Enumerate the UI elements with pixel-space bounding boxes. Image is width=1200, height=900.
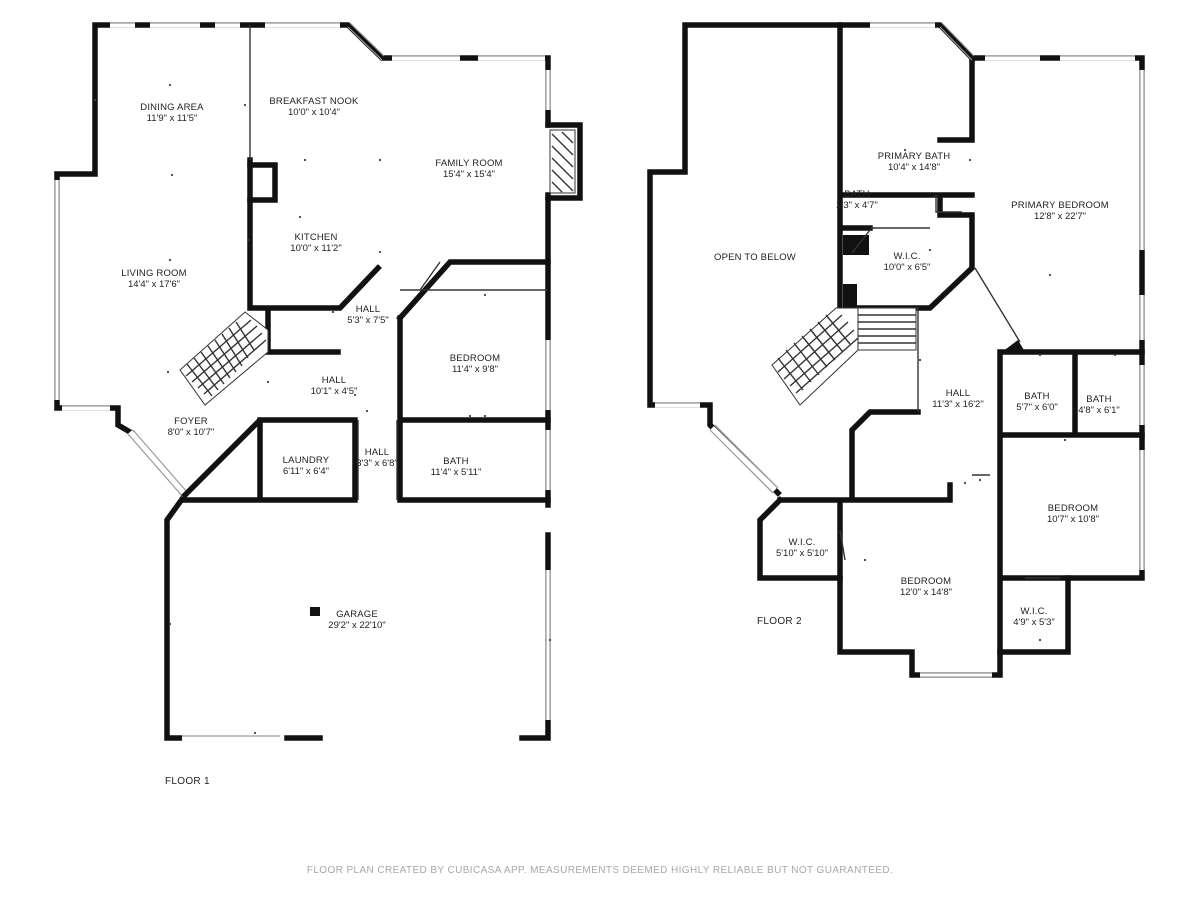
room-dims-breakfast-nook: 10'0" x 10'4"	[288, 107, 340, 118]
room-dims-wic-2: 5'10" x 5'10"	[776, 548, 828, 559]
footer-disclaimer: FLOOR PLAN CREATED BY CUBICASA APP. MEAS…	[307, 865, 893, 876]
room-name-hall-f2: HALL	[946, 388, 971, 399]
room-dims-bedroom-2: 10'7" x 10'8"	[1047, 514, 1099, 525]
fireplace	[545, 122, 583, 201]
floor-1-label: FLOOR 1	[165, 776, 210, 787]
room-dims-bedroom-1: 11'4" x 9'8"	[452, 364, 498, 375]
room-name-family-room: FAMILY ROOM	[435, 158, 502, 169]
room-dims-garage: 29'2" x 22'10"	[328, 620, 385, 631]
room-name-bedroom-2: BEDROOM	[1048, 503, 1099, 514]
room-name-hall-1: HALL	[356, 304, 381, 315]
room-name-dining-area: DINING AREA	[140, 102, 204, 113]
room-name-open-to-below: OPEN TO BELOW	[714, 252, 796, 263]
floor-2-stairs	[771, 307, 917, 406]
room-dims-hall-2: 10'1" x 4'5"	[311, 386, 358, 397]
room-dims-kitchen: 10'0" x 11'2"	[290, 243, 341, 254]
room-name-bath-3: BATH	[1024, 391, 1049, 402]
room-dims-foyer: 8'0" x 10'7"	[168, 427, 215, 438]
room-dims-bath-2: 2'3" x 4'7"	[836, 200, 878, 211]
room-name-garage: GARAGE	[336, 609, 378, 620]
room-dims-hall-1: 5'3" x 7'5"	[347, 315, 389, 326]
room-dims-hall-3: 3'3" x 6'8"	[356, 458, 398, 469]
floor-2-room-labels: OPEN TO BELOW PRIMARY BATH 10'4" x 14'8"…	[714, 151, 1120, 628]
floor-1-exterior-wall	[54, 22, 551, 741]
room-name-wic-3: W.I.C.	[1020, 606, 1047, 617]
room-name-wic-1: W.I.C.	[893, 251, 920, 262]
room-name-living-room: LIVING ROOM	[121, 268, 187, 279]
room-dims-bath-4: 4'8" x 6'1"	[1078, 405, 1120, 416]
room-dims-primary-bedroom: 12'8" x 22'7"	[1034, 211, 1086, 222]
room-name-bedroom-1: BEDROOM	[450, 353, 501, 364]
room-dims-bath-1: 11'4" x 5'11"	[431, 467, 482, 478]
floor-2-plan: OPEN TO BELOW PRIMARY BATH 10'4" x 14'8"…	[647, 22, 1145, 678]
room-dims-living-room: 14'4" x 17'6"	[128, 279, 180, 290]
room-dims-wic-3: 4'9" x 5'3"	[1013, 617, 1055, 628]
room-name-primary-bath: PRIMARY BATH	[878, 151, 951, 162]
room-name-foyer: FOYER	[174, 416, 208, 427]
room-name-kitchen: KITCHEN	[294, 232, 337, 243]
room-dims-laundry: 6'11" x 6'4"	[283, 466, 329, 477]
floor-1-room-labels: DINING AREA 11'9" x 11'5" BREAKFAST NOOK…	[121, 96, 502, 631]
room-name-laundry: LAUNDRY	[283, 455, 330, 466]
room-name-breakfast-nook: BREAKFAST NOOK	[269, 96, 359, 107]
floor-1-plan: DINING AREA 11'9" x 11'5" BREAKFAST NOOK…	[54, 22, 583, 787]
room-name-bath-1: BATH	[443, 456, 468, 467]
room-name-hall-2: HALL	[322, 375, 347, 386]
room-dims-bath-3: 5'7" x 6'0"	[1016, 402, 1058, 413]
floor-2-label: FLOOR 2	[757, 616, 802, 627]
room-dims-hall-f2: 11'3" x 16'2"	[932, 399, 983, 410]
room-dims-wic-1: 10'0" x 6'5"	[884, 262, 931, 273]
room-name-primary-bedroom: PRIMARY BEDROOM	[1011, 200, 1109, 211]
room-name-wic-2: W.I.C.	[788, 537, 815, 548]
room-name-bath-4: BATH	[1086, 394, 1111, 405]
room-dims-dining-area: 11'9" x 11'5"	[147, 113, 198, 124]
room-name-bedroom-3: BEDROOM	[901, 576, 952, 587]
room-name-hall-3: HALL	[365, 447, 390, 458]
room-dims-bedroom-3: 12'0" x 14'8"	[900, 587, 952, 598]
room-name-bath-2: BATH	[844, 189, 869, 200]
floor-1-stairs	[179, 311, 269, 406]
room-dims-primary-bath: 10'4" x 14'8"	[888, 162, 940, 173]
room-dims-family-room: 15'4" x 15'4"	[443, 169, 495, 180]
